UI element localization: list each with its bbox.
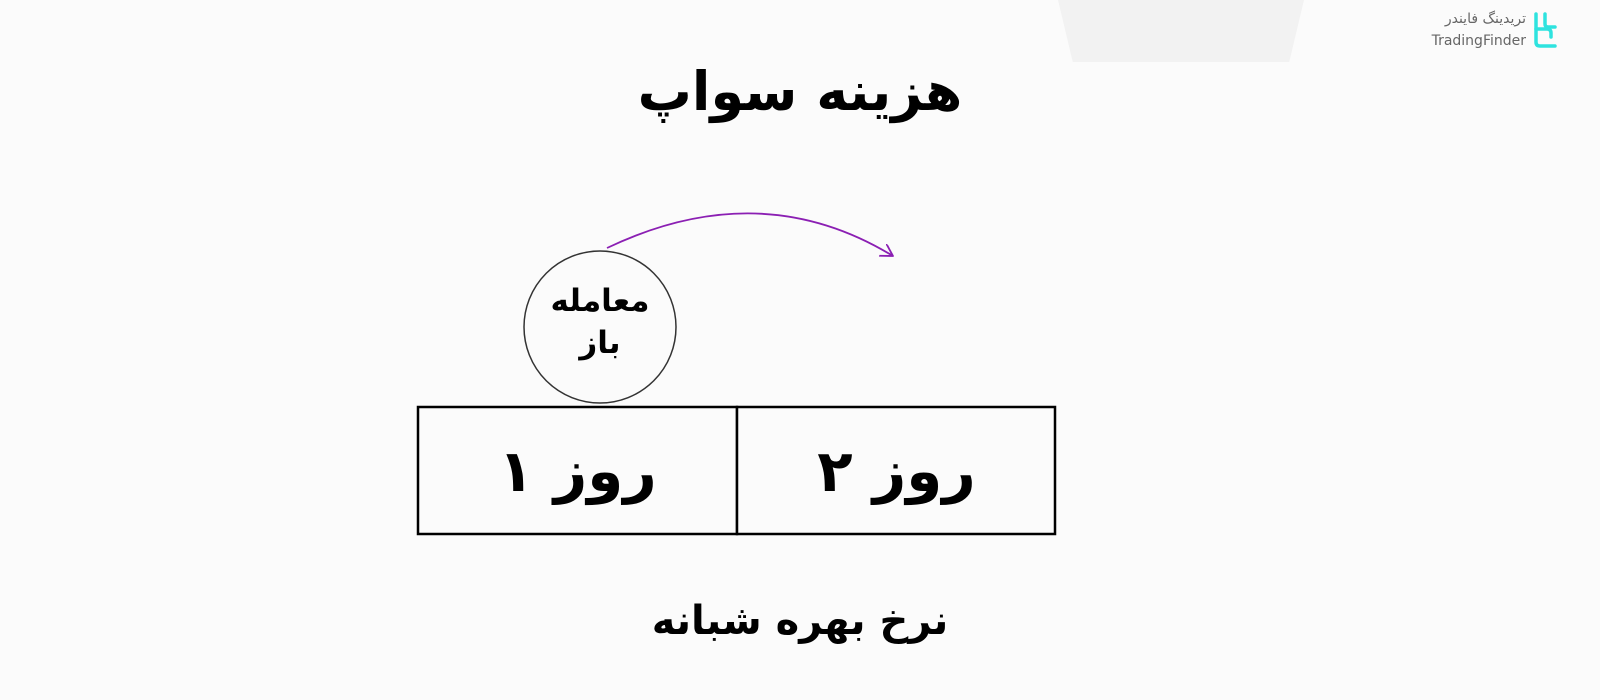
open-trade-line2: باز — [579, 325, 621, 361]
overnight-rate-caption: نرخ بهره شبانه — [651, 598, 949, 644]
brand-name-fa: تریدینگ فایندر — [1444, 11, 1526, 27]
day-1-label: روز ۱ — [498, 436, 657, 505]
day-box-left — [416, 405, 739, 536]
tradingfinder-logo-icon — [1534, 12, 1557, 48]
brand-banner — [1058, 0, 1304, 62]
brand-text: تریدینگ فایندر TradingFinder — [1432, 10, 1526, 50]
day-box-right — [735, 405, 1057, 536]
open-trade-line1: معامله — [550, 283, 650, 319]
page-title: هزینه سواپ — [637, 60, 963, 123]
open-trade-label: معامله باز — [524, 280, 676, 364]
day-2-label: روز ۲ — [817, 436, 976, 505]
open-trade-circle — [523, 250, 677, 404]
overnight-arrow — [606, 212, 893, 256]
brand-name-en: TradingFinder — [1431, 33, 1526, 49]
